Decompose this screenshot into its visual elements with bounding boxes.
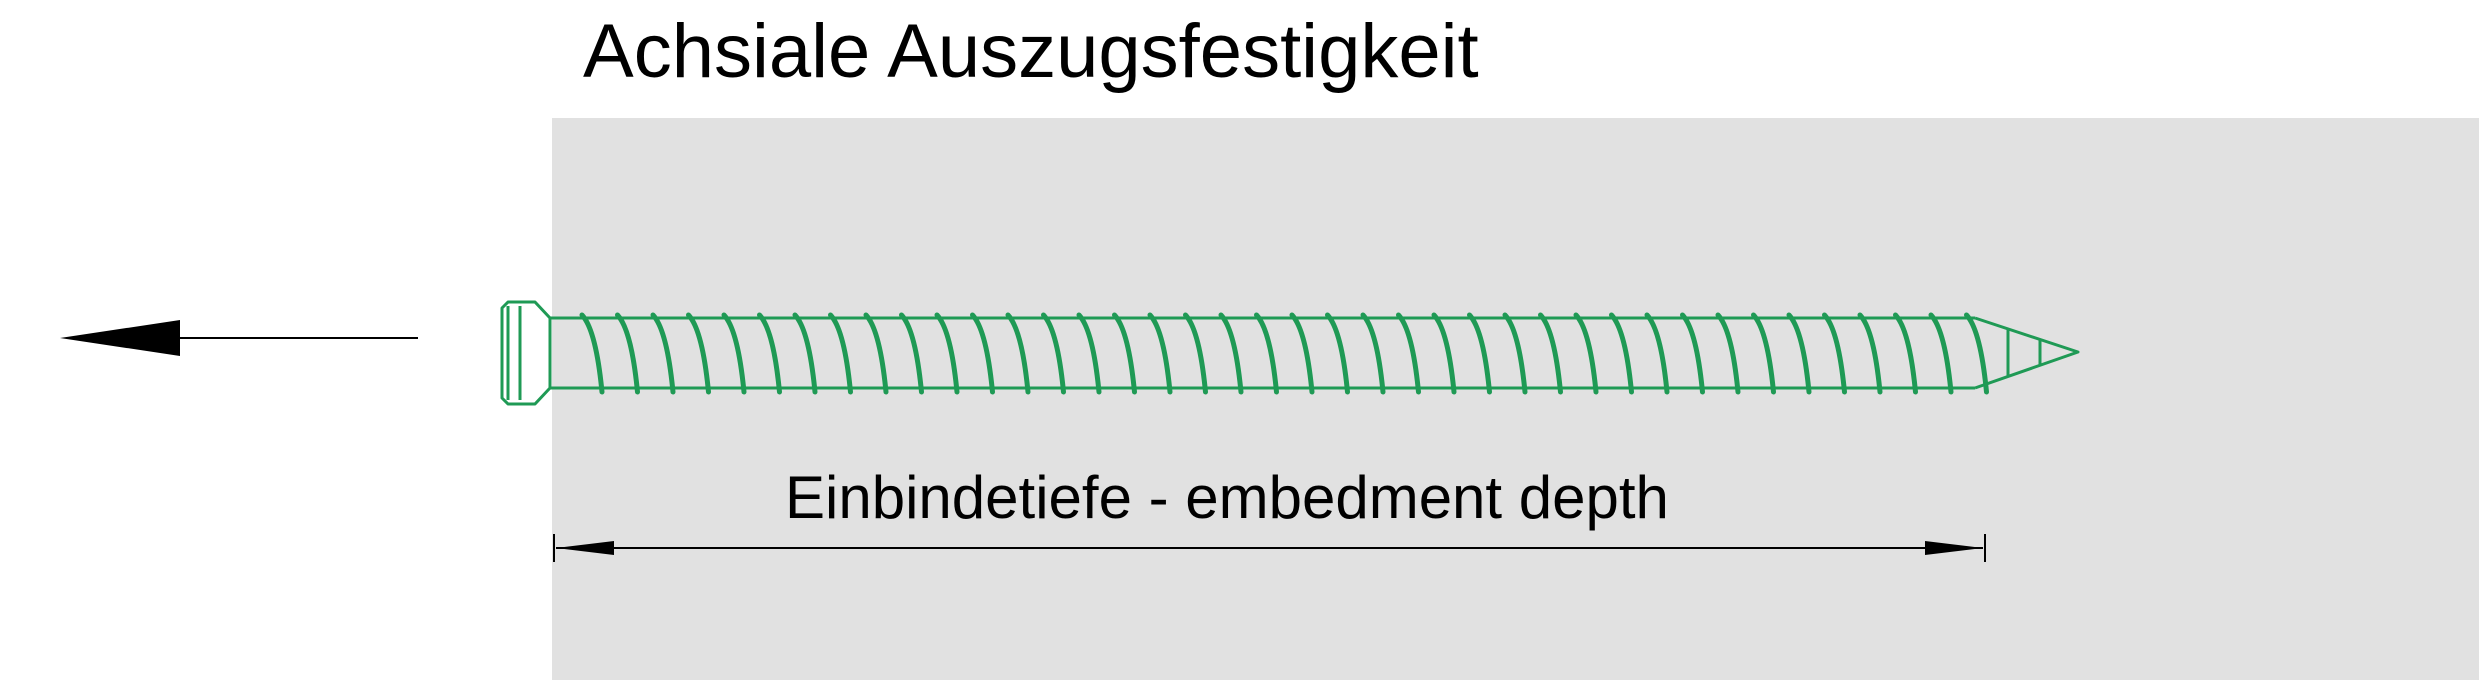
embedment-depth-label: Einbindetiefe - embedment depth xyxy=(785,464,1669,531)
thread-line xyxy=(899,312,924,395)
thread-line xyxy=(686,312,711,395)
thread-line xyxy=(863,312,889,395)
thread-line xyxy=(1928,312,1954,395)
thread-line xyxy=(934,312,960,395)
thread-line xyxy=(1254,312,1279,395)
thread-line xyxy=(1573,312,1599,395)
thread-line xyxy=(1041,312,1066,395)
thread-line xyxy=(1360,312,1386,395)
thread-line xyxy=(828,312,853,395)
thread-line xyxy=(1076,312,1102,395)
thread-line xyxy=(1467,312,1492,395)
thread-line xyxy=(1502,312,1528,395)
thread-line xyxy=(1289,312,1315,395)
thread-line xyxy=(721,312,747,395)
thread-line xyxy=(792,312,818,395)
thread-line xyxy=(1893,312,1918,395)
thread-line xyxy=(1112,312,1137,395)
screw-threads xyxy=(579,312,1989,395)
thread-line xyxy=(1396,312,1421,395)
thread-line xyxy=(1183,312,1208,395)
thread-line xyxy=(1786,312,1812,395)
pull-force-arrow-icon xyxy=(60,320,418,356)
thread-line xyxy=(1964,312,1989,395)
thread-line xyxy=(1715,312,1741,395)
thread-line xyxy=(1005,312,1031,395)
thread-line xyxy=(1218,312,1244,395)
diagram-title: Achsiale Auszugsfestigkeit xyxy=(583,9,1479,94)
thread-line xyxy=(1431,312,1457,395)
thread-line xyxy=(1325,312,1350,395)
screw-head xyxy=(500,300,552,406)
dimension-arrow-right-icon xyxy=(1925,541,1983,555)
thread-line xyxy=(650,312,676,395)
thread-line xyxy=(1857,312,1883,395)
embedment-dimension-line xyxy=(553,534,1986,562)
thread-line xyxy=(1822,312,1847,395)
thread-line xyxy=(757,312,782,395)
timber-member xyxy=(552,118,2479,680)
thread-line xyxy=(970,312,995,395)
thread-line xyxy=(579,312,605,395)
thread-line xyxy=(1538,312,1563,395)
screw-icon xyxy=(500,300,2080,406)
thread-line xyxy=(1751,312,1776,395)
thread-line xyxy=(615,312,640,395)
thread-line xyxy=(1609,312,1634,395)
thread-line xyxy=(1680,312,1705,395)
dimension-arrow-left-icon xyxy=(556,541,614,555)
thread-line xyxy=(1147,312,1173,395)
thread-line xyxy=(1644,312,1670,395)
